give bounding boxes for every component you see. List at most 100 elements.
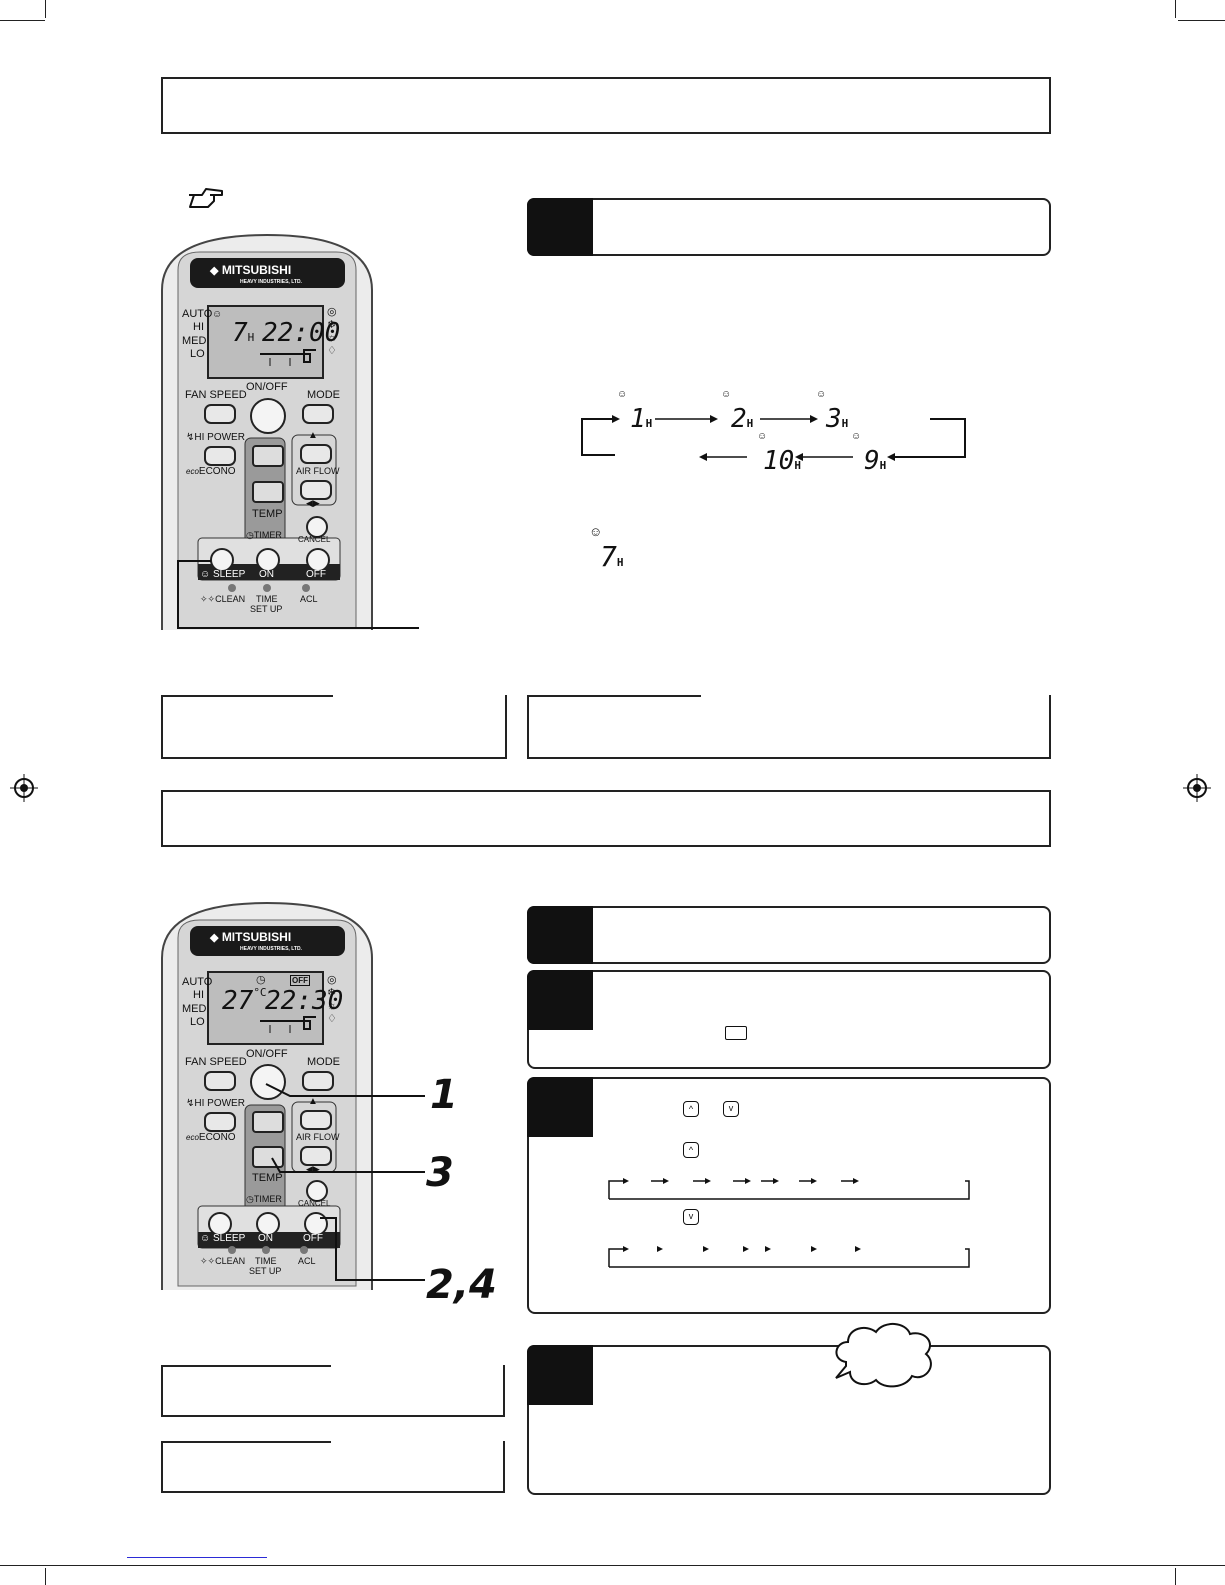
sleep-option-10: 10H — [763, 446, 801, 476]
crop-mark — [1178, 20, 1225, 21]
btn-timer-label: ◷TIMER — [246, 1194, 282, 1204]
temp-down-icon: v — [723, 1101, 739, 1117]
btn-cancel-label: CANCEL — [298, 1199, 331, 1208]
sleep-step-box — [527, 198, 1051, 256]
fan-level-lo: LO — [190, 348, 205, 360]
lcd-clock-icon: ◷ — [256, 974, 266, 986]
on-timer-button[interactable] — [256, 1212, 280, 1236]
dry-mode-icon: ♢ — [327, 345, 337, 357]
btn-on-off-label: ON/OFF — [246, 381, 288, 393]
airflow-lr-icon: ◀▶ — [306, 1164, 320, 1174]
off-timer-button[interactable] — [304, 1212, 328, 1236]
temp-down-icon: v — [683, 1209, 699, 1225]
sleep-leader-top — [177, 560, 211, 562]
footer-link-underline[interactable] — [127, 1557, 267, 1558]
note-box-bottom-1 — [161, 1365, 505, 1417]
off-timer-step-3: ^ v ^ v — [527, 1077, 1051, 1314]
airflow-up-icon: ▲ — [308, 430, 318, 441]
btn-setup-label: SET UP — [249, 1266, 282, 1276]
sleep-leader-vertical — [177, 560, 179, 628]
crop-mark — [45, 1568, 46, 1585]
airflow-vertical-button[interactable] — [300, 444, 332, 464]
btn-on-off-label: ON/OFF — [246, 1048, 288, 1060]
temp-down-button[interactable] — [252, 1146, 284, 1168]
step-tab — [527, 906, 593, 964]
dry-mode-icon: ♢ — [327, 1013, 337, 1025]
hi-power-icon: ↯ — [186, 1098, 195, 1109]
sleep-button[interactable] — [208, 1212, 232, 1236]
btn-time-label: TIME — [256, 594, 278, 604]
lcd-temp: 27°C — [222, 986, 267, 1016]
fan-level-med: MED — [182, 1003, 207, 1015]
btn-econo-label: ecoECONO — [186, 1132, 236, 1143]
note-box-left — [161, 695, 507, 759]
brand-name: MITSUBISHI — [221, 263, 292, 277]
btn-off-label: OFF — [303, 1233, 323, 1244]
step-tab — [527, 1077, 593, 1137]
lcd-leaf-icon: ☺ — [212, 309, 223, 320]
mitsubishi-diamonds-icon: ◆ — [210, 932, 219, 944]
temp-down-button[interactable] — [252, 481, 284, 503]
airflow-horizontal-button[interactable] — [300, 1146, 332, 1166]
fan-level-hi: HI — [193, 321, 204, 333]
hi-power-button[interactable] — [204, 1112, 236, 1132]
crop-mark — [0, 20, 45, 21]
sleep-face-icon: ☺ — [589, 524, 603, 539]
sleep-face-icon: ☺ — [200, 1233, 211, 1244]
fan-level-med: MED — [182, 335, 207, 347]
btn-setup-label: SET UP — [250, 604, 283, 614]
on-off-button[interactable] — [250, 1064, 286, 1100]
airflow-up-icon: ▲ — [308, 1096, 318, 1107]
temp-up-button[interactable] — [252, 1111, 284, 1133]
airflow-vertical-button[interactable] — [300, 1110, 332, 1130]
fan-level-auto: AUTO — [182, 308, 213, 320]
btn-fan-speed-label: FAN SPEED — [185, 1056, 247, 1068]
fan-speed-button[interactable] — [204, 1071, 236, 1091]
temp-up-icon: ^ — [683, 1101, 699, 1117]
btn-temp-label: TEMP — [252, 1172, 283, 1184]
registration-mark-left — [10, 774, 38, 802]
off-timer-badge-icon — [725, 1026, 747, 1040]
off-timer-step-4 — [527, 1345, 1051, 1495]
mode-button[interactable] — [302, 1071, 334, 1091]
airflow-lr-icon: ◀▶ — [306, 498, 320, 508]
fan-speed-button[interactable] — [204, 404, 236, 424]
lcd-louver-icon — [258, 348, 318, 368]
hi-power-button[interactable] — [204, 446, 236, 466]
sleep-face-icon: ☺ — [200, 569, 211, 580]
mode-icons: ◎ ❄ ☼ ♢ — [327, 974, 337, 1026]
btn-sleep-label: ☺ SLEEP — [200, 1233, 246, 1244]
cool-mode-icon: ❄ — [327, 987, 337, 999]
btn-on-label: ON — [258, 1233, 273, 1244]
step-tab — [527, 1345, 593, 1405]
heat-mode-icon: ☼ — [327, 332, 338, 344]
mode-icons: ◎ ❄ ☼ ♢ — [327, 306, 337, 358]
heat-mode-icon: ☼ — [327, 1000, 338, 1012]
crop-mark — [1175, 0, 1176, 18]
temp-up-button[interactable] — [252, 445, 284, 467]
crop-mark — [45, 0, 46, 18]
sleep-cycle-diagram — [575, 385, 975, 475]
on-off-button[interactable] — [250, 398, 286, 434]
btn-hi-power-label: ↯HI POWER — [186, 1098, 245, 1109]
off-timer-button[interactable] — [306, 548, 330, 572]
brand-logo-bottom: ◆ MITSUBISHI — [210, 930, 291, 944]
on-timer-button[interactable] — [256, 548, 280, 572]
btn-fan-speed-label: FAN SPEED — [185, 389, 247, 401]
temp-up-icon: ^ — [683, 1142, 699, 1158]
callout-leaders — [260, 1070, 430, 1290]
step-tab — [527, 198, 593, 256]
btn-acl-label: ACL — [298, 1256, 316, 1266]
clock-icon: ◷ — [246, 1194, 254, 1204]
mode-button[interactable] — [302, 404, 334, 424]
airflow-horizontal-button[interactable] — [300, 480, 332, 500]
sleep-button[interactable] — [210, 548, 234, 572]
forward-sequence — [607, 1175, 973, 1205]
time-setup-dot — [263, 584, 271, 592]
auto-mode-icon: ◎ — [327, 974, 337, 986]
lcd-clock: 22:00 — [262, 318, 341, 348]
sleep-option-2: 2H — [731, 404, 754, 434]
btn-cancel-label: CANCEL — [298, 535, 331, 544]
cancel-button[interactable] — [306, 1180, 328, 1202]
cancel-button[interactable] — [306, 516, 328, 538]
